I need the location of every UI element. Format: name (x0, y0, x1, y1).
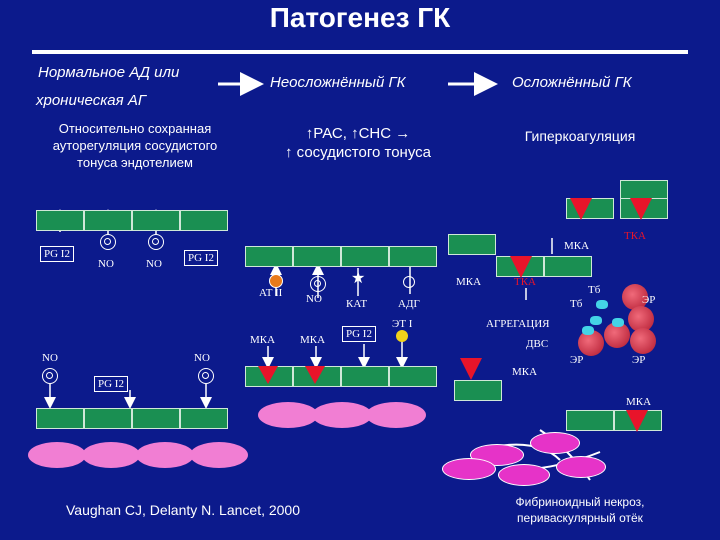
er-label: ЭР (570, 354, 584, 366)
necrosis-line2: периваскулярный отёк (517, 511, 643, 525)
pgi2-label: PG I2 (342, 326, 376, 342)
pgi2-label: PG I2 (184, 250, 218, 266)
no-label: NO (98, 258, 114, 270)
no-label: NO (146, 258, 162, 270)
tka-arrow-icon (630, 198, 652, 220)
adg-marker (403, 276, 415, 288)
no-molecule-icon (148, 234, 164, 250)
platelet (590, 316, 602, 325)
endothelial-cell (448, 234, 496, 255)
mka-arrow-icon (460, 358, 482, 380)
platelet (596, 300, 608, 309)
platelet (582, 326, 594, 335)
erythrocyte-thrombus (622, 284, 648, 310)
no-label: NO (42, 352, 58, 364)
tb-label: Тб (570, 298, 583, 310)
stage-normal-line1: Нормальное АД или (38, 64, 180, 81)
erythrocyte (136, 442, 194, 468)
adg-label: АДГ (398, 298, 420, 310)
tka-arrow-icon (510, 256, 532, 278)
necrosis-line1: Фибриноидный некроз, (515, 495, 645, 509)
tb-label: Тб (588, 284, 601, 296)
no-molecule-icon (100, 234, 116, 250)
necrosis-text: Фибриноидный некроз, периваскулярный отё… (480, 494, 680, 526)
erythrocyte (190, 442, 248, 468)
mka-arrow-icon (626, 410, 648, 432)
pgi2-label: PG I2 (94, 376, 128, 392)
no-molecule-icon (310, 276, 326, 292)
mka-arrow-icon (258, 366, 278, 384)
erythrocyte (258, 402, 318, 428)
endothelial-cell (132, 408, 180, 429)
erythrocyte (28, 442, 86, 468)
endothelial-cell (293, 246, 341, 267)
autoregulation-text: Относительно сохранная ауторегуляция сос… (20, 120, 250, 171)
ras-line1: ↑РАС, ↑СНС → (305, 125, 411, 142)
erythrocyte (556, 456, 606, 478)
page-title: Патогенез ГК (269, 2, 451, 33)
no-label: NO (194, 352, 210, 364)
endothelial-cell (389, 366, 437, 387)
endothelial-cell (36, 408, 84, 429)
endothelial-cell (454, 380, 502, 401)
endothelial-cell (341, 246, 389, 267)
title-divider (32, 50, 688, 54)
autoregulation-line2: ауторегуляция сосудистого (52, 138, 218, 153)
endothelial-cell (84, 210, 132, 231)
mka-label: МКА (626, 396, 652, 408)
endothelial-cell (245, 246, 293, 267)
endothelial-cell (389, 246, 437, 267)
tka-label: ТКА (624, 230, 646, 242)
at2-label: AT II (259, 287, 283, 299)
aggregation-label: АГРЕГАЦИЯ (486, 318, 550, 330)
et1-marker (396, 330, 408, 342)
at2-marker (269, 274, 283, 288)
erythrocyte (366, 402, 426, 428)
mka-label: МКА (564, 240, 590, 252)
endothelial-cell (84, 408, 132, 429)
citation: Vaughan CJ, Delanty N. Lancet, 2000 (66, 502, 301, 518)
erythrocyte (530, 432, 580, 454)
mka-label: МКА (456, 276, 482, 288)
ras-line2: ↑ сосудистого тонуса (284, 144, 431, 161)
mka-arrow-icon (570, 198, 592, 220)
endothelial-cell (544, 256, 592, 277)
autoregulation-line3: тонуса эндотелием (77, 155, 193, 170)
mka-label: МКА (512, 366, 538, 378)
erythrocyte-thrombus (630, 328, 656, 354)
stage-complicated: Осложнённый ГК (512, 74, 632, 91)
endothelial-cell (341, 366, 389, 387)
stage-normal-line2: хроническая АГ (36, 92, 146, 109)
mka-label: МКА (300, 334, 326, 346)
er-label: ЭР (632, 354, 646, 366)
erythrocyte (498, 464, 550, 486)
mka-label: МКА (250, 334, 276, 346)
kat-label: КАТ (346, 298, 368, 310)
et1-label: ЭТ I (392, 318, 413, 330)
endothelial-cell (180, 210, 228, 231)
mka-arrow-icon (305, 366, 325, 384)
endothelial-cell (180, 408, 228, 429)
endothelial-cell (36, 210, 84, 231)
no-molecule-icon (198, 368, 214, 384)
autoregulation-line1: Относительно сохранная (58, 121, 212, 136)
erythrocyte (442, 458, 496, 480)
stage-uncomplicated: Неосложнённый ГК (270, 74, 406, 91)
erythrocyte-thrombus (628, 306, 654, 332)
tka-label: ТКА (514, 276, 536, 288)
no-label: NO (306, 293, 322, 305)
dvs-label: ДВС (526, 338, 549, 350)
kat-star-icon: ★ (351, 270, 366, 287)
platelet (612, 318, 624, 327)
ras-text: ↑РАС, ↑СНС → ↑ сосудистого тонуса (258, 124, 458, 162)
er-label: ЭР (642, 294, 656, 306)
endothelial-cell (132, 210, 180, 231)
erythrocyte (82, 442, 140, 468)
hypercoag-text: Гиперкоагуляция (524, 128, 636, 144)
pgi2-label: PG I2 (40, 246, 74, 262)
endothelial-cell (566, 410, 614, 431)
no-molecule-icon (42, 368, 58, 384)
erythrocyte (312, 402, 372, 428)
